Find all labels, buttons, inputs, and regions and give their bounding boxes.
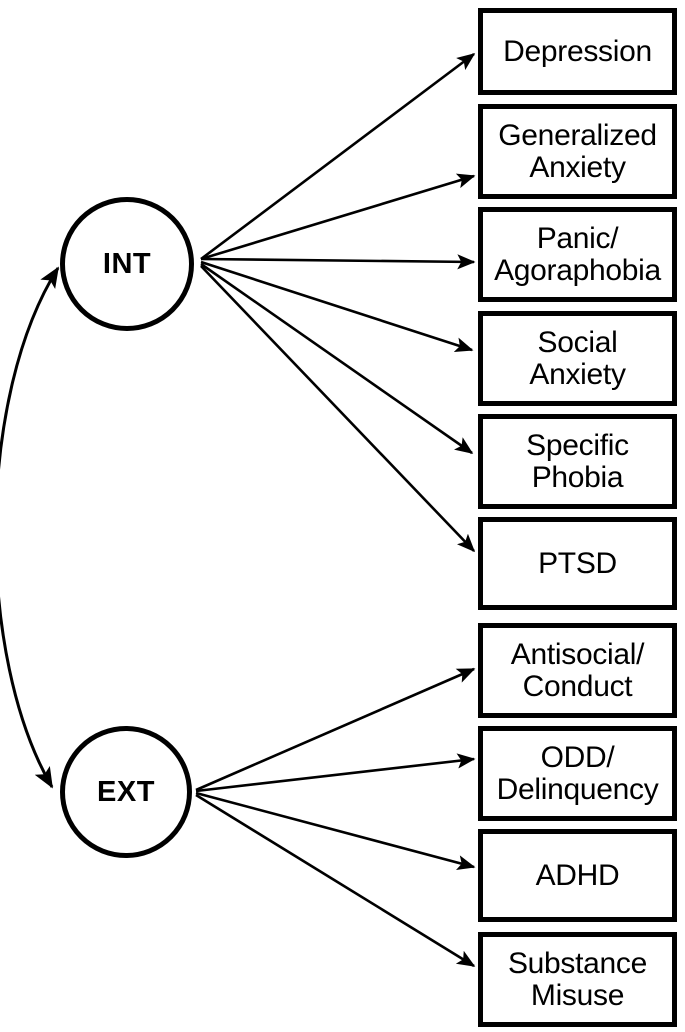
covariance-arrow-int-ext-covariance[interactable]: [0, 266, 60, 789]
loading-arrow-int-to-generalized-anxiety[interactable]: [200, 173, 476, 261]
indicator-label-depression: Depression: [503, 34, 652, 68]
covariance-path-group: [0, 266, 60, 789]
indicator-box-panic-agoraphobia[interactable]: Panic/ Agoraphobia: [478, 207, 677, 302]
latent-factor-ext[interactable]: EXT: [60, 726, 192, 858]
indicator-box-antisocial-conduct[interactable]: Antisocial/ Conduct: [478, 623, 677, 718]
latent-label-int: INT: [102, 247, 152, 280]
loading-arrow-int-to-ptsd[interactable]: [200, 265, 476, 553]
loading-arrow-ext-to-antisocial-conduct[interactable]: [195, 667, 476, 792]
indicator-label-adhd: ADHD: [535, 858, 620, 892]
loading-arrow-int-to-social-anxiety[interactable]: [200, 260, 474, 353]
indicator-box-social-anxiety[interactable]: Social Anxiety: [478, 311, 677, 406]
loading-arrow-ext-to-odd-delinquency[interactable]: [195, 753, 476, 793]
latent-label-ext: EXT: [97, 775, 155, 808]
indicator-label-panic-agoraphobia: Panic/ Agoraphobia: [494, 222, 661, 287]
indicator-label-generalized-anxiety: Generalized Anxiety: [498, 119, 657, 184]
indicator-box-adhd[interactable]: ADHD: [478, 829, 677, 922]
indicator-box-generalized-anxiety[interactable]: Generalized Anxiety: [478, 104, 677, 199]
indicator-label-odd-delinquency: ODD/ Delinquency: [496, 741, 659, 806]
latent-factor-int[interactable]: INT: [60, 197, 194, 331]
indicator-box-odd-delinquency[interactable]: ODD/ Delinquency: [478, 726, 677, 821]
loading-arrow-int-to-specific-phobia[interactable]: [200, 262, 474, 455]
indicator-box-ptsd[interactable]: PTSD: [478, 517, 677, 610]
loading-arrow-ext-to-substance-misuse[interactable]: [195, 793, 476, 968]
loading-arrow-ext-to-adhd[interactable]: [195, 791, 476, 871]
loading-paths-group: [195, 52, 476, 968]
indicator-label-antisocial-conduct: Antisocial/ Conduct: [510, 638, 645, 703]
indicator-label-substance-misuse: Substance Misuse: [507, 947, 648, 1012]
indicator-box-depression[interactable]: Depression: [478, 8, 677, 95]
indicator-label-specific-phobia: Specific Phobia: [526, 429, 629, 494]
loading-arrow-int-to-depression[interactable]: [200, 52, 476, 261]
indicator-box-specific-phobia[interactable]: Specific Phobia: [478, 414, 677, 509]
indicator-label-ptsd: PTSD: [538, 546, 617, 580]
indicator-label-social-anxiety: Social Anxiety: [529, 326, 626, 391]
indicator-box-substance-misuse[interactable]: Substance Misuse: [478, 932, 677, 1027]
loading-arrow-int-to-panic-agoraphobia[interactable]: [200, 254, 476, 270]
